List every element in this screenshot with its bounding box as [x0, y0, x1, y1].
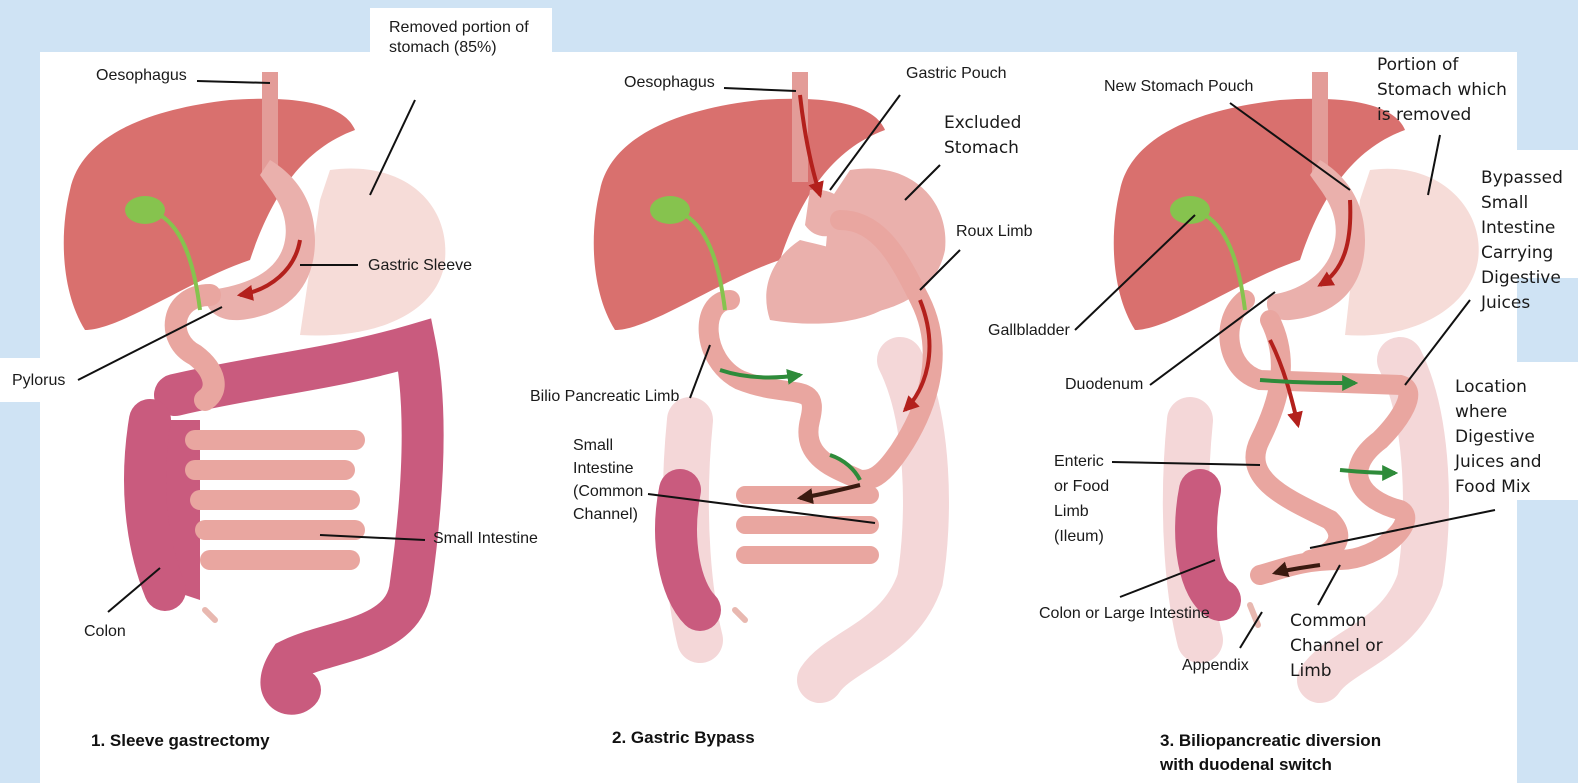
label-small-intestine-1: Small Intestine — [433, 529, 538, 549]
label-gallbladder: Gallbladder — [988, 321, 1070, 341]
panel-3-title: 3. Biliopancreatic diversion with duoden… — [1160, 729, 1381, 777]
label-new-stomach-pouch: New Stomach Pouch — [1104, 77, 1253, 97]
label-appendix: Appendix — [1182, 656, 1249, 676]
label-excluded-stomach: Excluded Stomach — [944, 111, 1021, 161]
panel-1-title: 1. Sleeve gastrectomy — [91, 729, 270, 753]
illustration-biliopancreatic-diversion — [1114, 72, 1479, 680]
label-bilio-pancreatic-limb: Bilio Pancreatic Limb — [530, 387, 679, 407]
label-gastric-sleeve: Gastric Sleeve — [368, 256, 472, 276]
label-duodenum: Duodenum — [1065, 375, 1143, 395]
label-oesophagus-1: Oesophagus — [96, 66, 187, 86]
label-oesophagus-2: Oesophagus — [624, 73, 715, 93]
illustration-gastric-bypass — [594, 72, 946, 680]
label-enteric-limb: Enteric or Food Limb (Ileum) — [1054, 449, 1109, 549]
label-colon-large-intestine: Colon or Large Intestine — [1039, 604, 1210, 624]
label-colon-1: Colon — [84, 622, 126, 642]
label-common-channel: Common Channel or Limb — [1290, 609, 1383, 684]
panel-2-title: 2. Gastric Bypass — [612, 726, 755, 750]
label-roux-limb: Roux Limb — [956, 222, 1032, 242]
label-pylorus: Pylorus — [12, 371, 65, 391]
label-removed-portion: Removed portion of stomach (85%) — [389, 18, 529, 58]
label-gastric-pouch: Gastric Pouch — [906, 64, 1006, 84]
label-location-mix: Location where Digestive Juices and Food… — [1455, 375, 1542, 500]
label-portion-removed: Portion of Stomach which is removed — [1377, 53, 1507, 128]
label-bypassed-small-intestine: Bypassed Small Intestine Carrying Digest… — [1481, 166, 1563, 316]
label-small-intestine-common: Small Intestine (Common Channel) — [573, 434, 643, 526]
